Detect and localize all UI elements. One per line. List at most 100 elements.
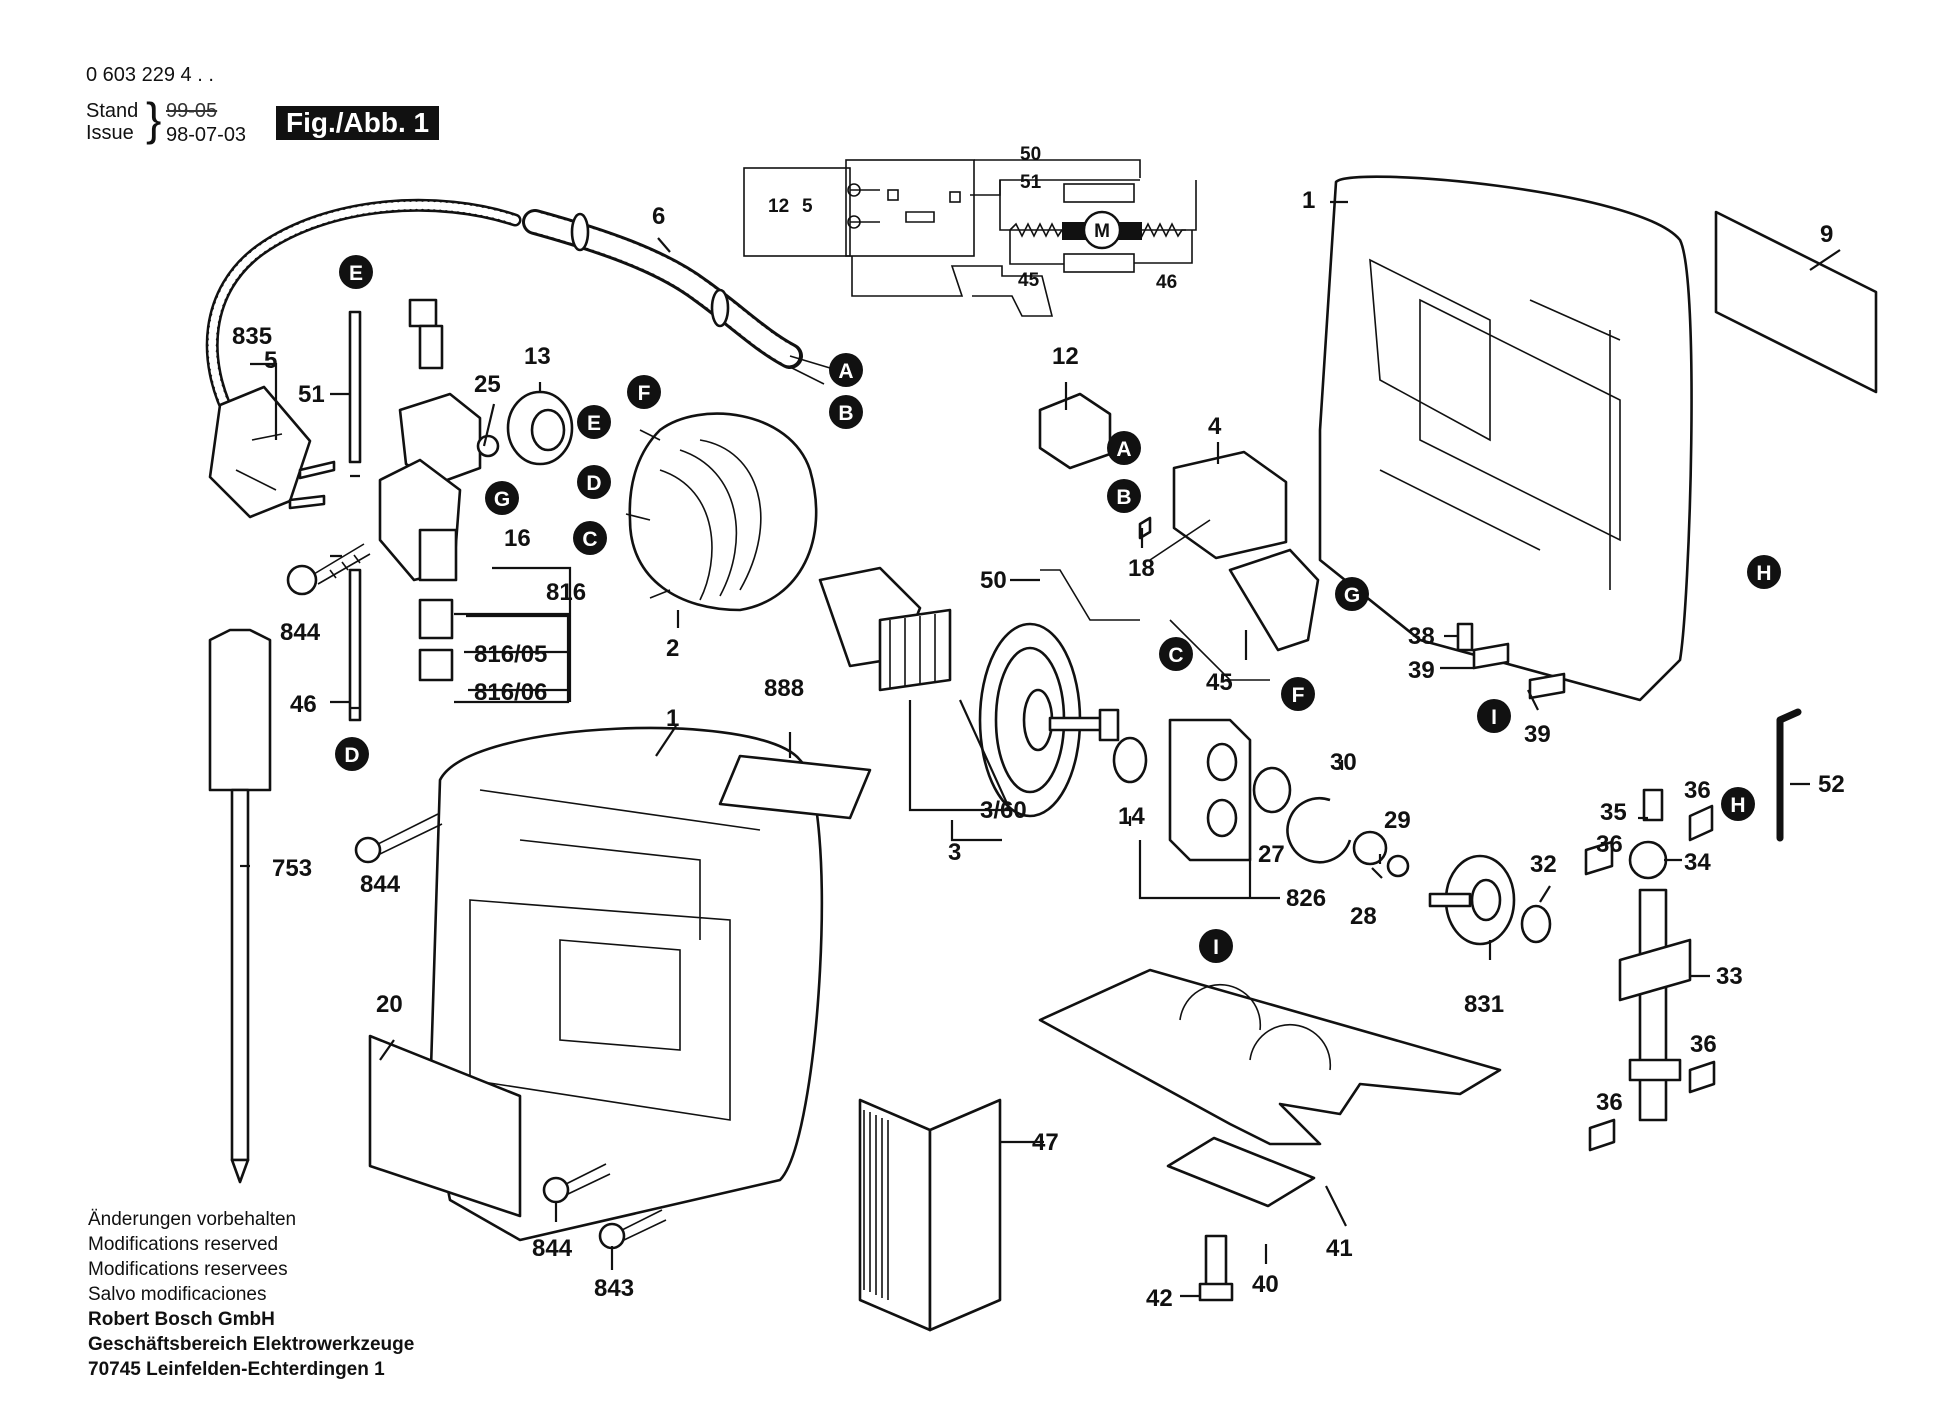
motor-symbol: M — [1094, 221, 1110, 242]
marker-c: C — [573, 521, 607, 555]
part-number-45: 45 — [1206, 669, 1233, 696]
part-number-844: 844 — [532, 1235, 573, 1262]
part-number-4: 4 — [1208, 413, 1222, 440]
part-number-3-60: 3/60 — [980, 797, 1027, 824]
part-number-20: 20 — [376, 991, 403, 1018]
marker-f: F — [1281, 677, 1315, 711]
part-number-36: 36 — [1596, 831, 1623, 858]
part-number-835: 835 — [232, 323, 272, 350]
marker-h: H — [1721, 787, 1755, 821]
part-number-27: 27 — [1258, 841, 1285, 868]
leader-lines — [240, 200, 1841, 1298]
part-number-5: 5 — [264, 347, 277, 374]
part-number-38: 38 — [1408, 623, 1435, 650]
svg-text:I: I — [1491, 706, 1497, 729]
marker-i: I — [1199, 929, 1233, 963]
marker-b: B — [829, 395, 863, 429]
part-number-13: 13 — [524, 343, 551, 370]
svg-text:A: A — [1116, 438, 1131, 461]
part-number-36: 36 — [1690, 1031, 1717, 1058]
svg-text:C: C — [1168, 644, 1183, 667]
wiring-label: 50 — [1020, 144, 1041, 165]
part-number-9: 9 — [1820, 221, 1833, 248]
part-number-34: 34 — [1684, 849, 1711, 876]
part-number-816-05: 816/05 — [474, 641, 547, 668]
part-number-816: 816 — [546, 579, 586, 606]
footer-line: Änderungen vorbehalten — [88, 1209, 297, 1230]
brace-symbol: } — [146, 93, 162, 145]
marker-c: C — [1159, 637, 1193, 671]
figure-badge: Fig./Abb. 1 — [276, 106, 440, 140]
part-number-831: 831 — [1464, 991, 1504, 1018]
svg-text:G: G — [1344, 584, 1360, 607]
svg-text:F: F — [1292, 684, 1305, 707]
part-number-14: 14 — [1118, 803, 1145, 830]
svg-text:H: H — [1756, 562, 1771, 585]
svg-text:D: D — [344, 744, 359, 767]
svg-text:H: H — [1730, 794, 1745, 817]
wiring-diagram: M 12 5 50 51 45 46 — [743, 144, 1197, 317]
wiring-label: 45 — [1018, 270, 1040, 291]
part-number-826: 826 — [1286, 885, 1326, 912]
document-number: 0 603 229 4 . . — [86, 64, 214, 86]
part-number-816-06: 816/06 — [474, 679, 547, 706]
part-number-843: 843 — [594, 1275, 634, 1302]
part-shapes — [205, 175, 1878, 1332]
footer-line: Modifications reserved — [88, 1234, 279, 1255]
company-address: 70745 Leinfelden-Echterdingen 1 — [88, 1359, 385, 1380]
part-number-36: 36 — [1596, 1089, 1623, 1116]
part-number-29: 29 — [1384, 807, 1411, 834]
marker-d: D — [335, 737, 369, 771]
part-number-888: 888 — [764, 675, 804, 702]
marker-f: F — [627, 375, 661, 409]
part-number-25: 25 — [474, 371, 501, 398]
wiring-label: 51 — [1020, 172, 1042, 193]
part-number-42: 42 — [1146, 1285, 1173, 1312]
connection-markers: A B E F E D C G D A B C F G H H I I — [335, 255, 1781, 963]
footer-line: Modifications reservees — [88, 1259, 288, 1280]
part-number-52: 52 — [1818, 771, 1845, 798]
svg-text:D: D — [586, 472, 601, 495]
svg-text:B: B — [838, 402, 853, 425]
marker-i: I — [1477, 699, 1511, 733]
stand-label: Stand — [86, 100, 139, 122]
part-number-50: 50 — [980, 567, 1007, 594]
marker-d: D — [577, 465, 611, 499]
svg-text:B: B — [1116, 486, 1131, 509]
issue-label: Issue — [86, 122, 134, 144]
part-number-28: 28 — [1350, 903, 1377, 930]
part-number-32: 32 — [1530, 851, 1557, 878]
part-number-46: 46 — [290, 691, 317, 718]
part-number-1: 1 — [1302, 187, 1315, 214]
marker-e: E — [577, 405, 611, 439]
marker-a: A — [829, 353, 863, 387]
part-number-callouts: 6 835 5 51 25 13 16 816 816/05 816/06 84… — [232, 187, 1845, 1312]
svg-text:G: G — [494, 488, 510, 511]
svg-text:E: E — [587, 412, 601, 435]
marker-a: A — [1107, 431, 1141, 465]
issue-date: 98-07-03 — [166, 124, 247, 146]
part-number-3: 3 — [948, 839, 961, 866]
part-number-844: 844 — [280, 619, 321, 646]
part-number-844: 844 — [360, 871, 401, 898]
part-number-18: 18 — [1128, 555, 1155, 582]
svg-text:I: I — [1213, 936, 1219, 959]
company-division: Geschäftsbereich Elektrowerkzeuge — [88, 1334, 415, 1355]
stand-date: 99-05 — [166, 100, 218, 122]
marker-e: E — [339, 255, 373, 289]
marker-h: H — [1747, 555, 1781, 589]
part-number-36: 36 — [1684, 777, 1711, 804]
part-number-33: 33 — [1716, 963, 1743, 990]
svg-text:A: A — [838, 360, 853, 383]
wiring-label: 46 — [1156, 272, 1177, 293]
part-number-39: 39 — [1524, 721, 1551, 748]
part-number-30: 30 — [1330, 749, 1357, 776]
marker-g: G — [1335, 577, 1369, 611]
part-number-39: 39 — [1408, 657, 1435, 684]
part-number-1: 1 — [666, 705, 679, 732]
footer-notes: Änderungen vorbehalten Modifications res… — [88, 1207, 414, 1382]
part-number-2: 2 — [666, 635, 679, 662]
svg-text:C: C — [582, 528, 597, 551]
